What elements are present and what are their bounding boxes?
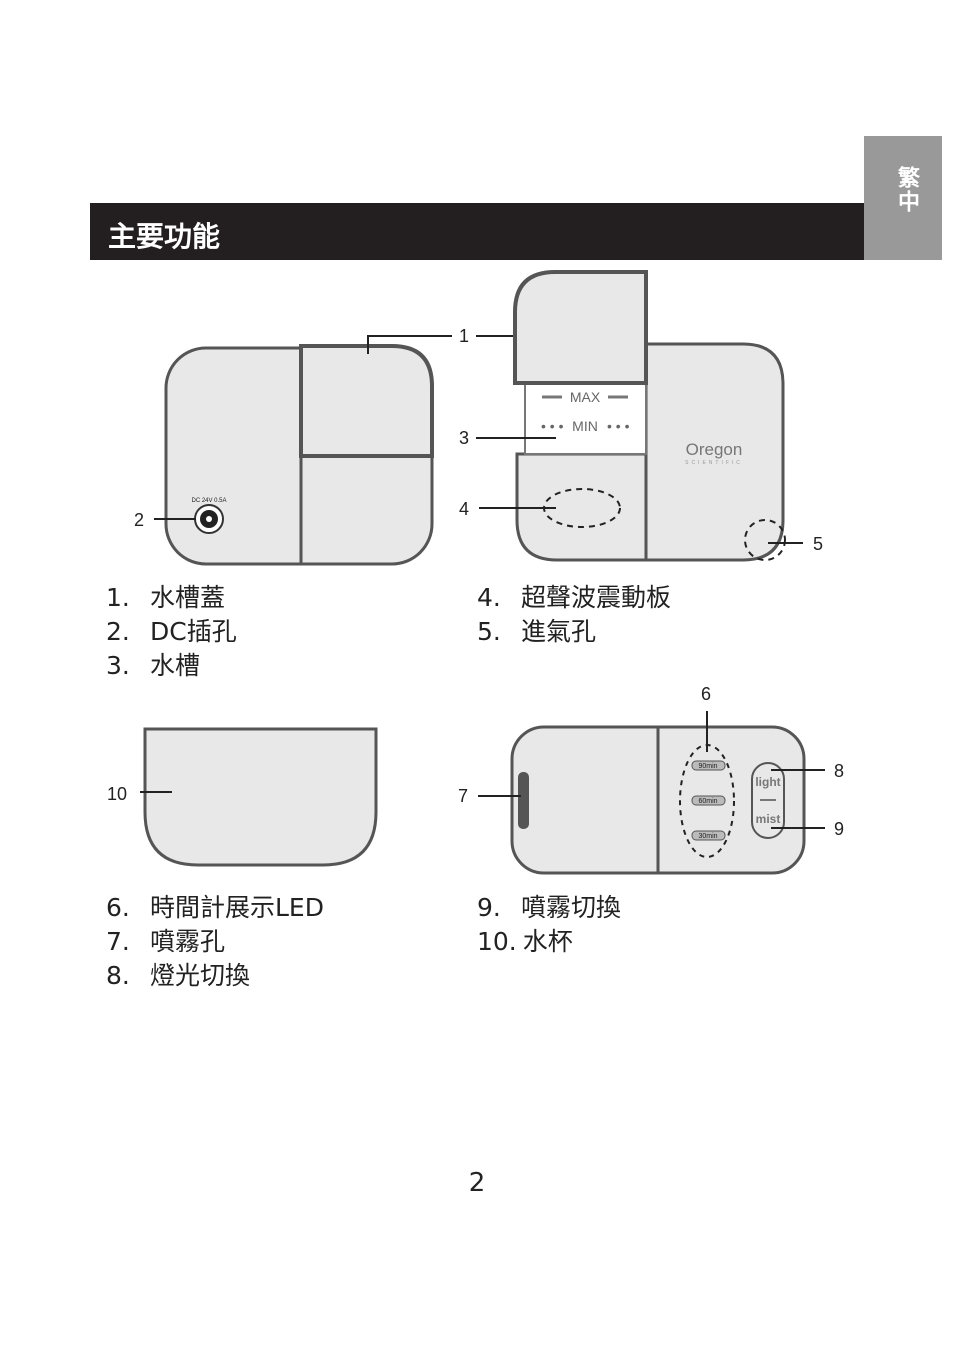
feature-list-top-left: 1.水槽蓋 2.DC插孔 3.水槽 bbox=[106, 581, 237, 683]
svg-text:60min: 60min bbox=[698, 798, 717, 805]
svg-text:30min: 30min bbox=[698, 833, 717, 840]
air-inlet-outline bbox=[744, 519, 786, 561]
open-device-diagram: MAX • • • MIN • • • Oregon SCIENTIFIC bbox=[513, 270, 786, 562]
timer-led-30: 30min bbox=[691, 830, 726, 841]
feature-list-top-right: 4.超聲波震動板 5.進氣孔 bbox=[477, 581, 671, 649]
closed-device-diagram: DC 24V 0.5A bbox=[164, 344, 434, 566]
svg-text:• • •: • • • bbox=[607, 418, 630, 434]
list-item: 8.燈光切換 bbox=[106, 961, 251, 990]
list-item: 5.進氣孔 bbox=[477, 617, 597, 646]
dc-jack-rating: DC 24V 0.5A bbox=[191, 498, 226, 504]
mist-switch-label: mist bbox=[756, 812, 781, 826]
language-tab: 繁中 bbox=[864, 136, 942, 260]
list-item: 6.時間計展示LED bbox=[106, 893, 324, 922]
label-1: 1 bbox=[459, 326, 469, 346]
list-item: 3.水槽 bbox=[106, 651, 201, 680]
label-5: 5 bbox=[813, 534, 823, 554]
list-item: 10.水杯 bbox=[477, 927, 573, 956]
max-mark: MAX bbox=[570, 389, 601, 405]
brand-subtitle: SCIENTIFIC bbox=[685, 460, 743, 466]
label-4: 4 bbox=[459, 499, 469, 519]
label-10: 10 bbox=[107, 784, 127, 804]
list-item: 4.超聲波震動板 bbox=[477, 583, 672, 612]
label-2: 2 bbox=[134, 510, 144, 530]
feature-list-bottom-left: 6.時間計展示LED 7.噴霧孔 8.燈光切換 bbox=[106, 891, 324, 993]
timer-led-90: 90min bbox=[691, 760, 726, 771]
list-item: 1.水槽蓋 bbox=[106, 583, 226, 612]
section-title-bar: 主要功能 bbox=[90, 203, 864, 260]
label-7: 7 bbox=[458, 786, 468, 806]
water-cup-diagram bbox=[143, 727, 378, 867]
label-8: 8 bbox=[834, 761, 844, 781]
language-tab-label: 繁中 bbox=[894, 166, 919, 214]
timer-led-60: 60min bbox=[691, 795, 726, 806]
min-mark: MIN bbox=[572, 418, 598, 434]
label-3: 3 bbox=[459, 428, 469, 448]
label-6: 6 bbox=[701, 684, 711, 704]
svg-text:• • •: • • • bbox=[541, 418, 564, 434]
feature-list-bottom-right: 9.噴霧切換 10.水杯 bbox=[477, 891, 621, 959]
list-item: 7.噴霧孔 bbox=[106, 927, 226, 956]
front-panel-diagram: 90min 60min 30min light mist bbox=[510, 725, 806, 875]
page-number: 2 bbox=[468, 1168, 486, 1198]
light-switch-label: light bbox=[755, 775, 780, 789]
label-9: 9 bbox=[834, 819, 844, 839]
list-item: 2.DC插孔 bbox=[106, 617, 237, 646]
list-item: 9.噴霧切換 bbox=[477, 893, 622, 922]
dc-jack-icon: DC 24V 0.5A bbox=[191, 498, 227, 534]
mist-outlet bbox=[518, 772, 529, 829]
svg-text:90min: 90min bbox=[698, 763, 717, 770]
section-title: 主要功能 bbox=[108, 220, 221, 253]
brand-logo: Oregon bbox=[686, 440, 743, 459]
